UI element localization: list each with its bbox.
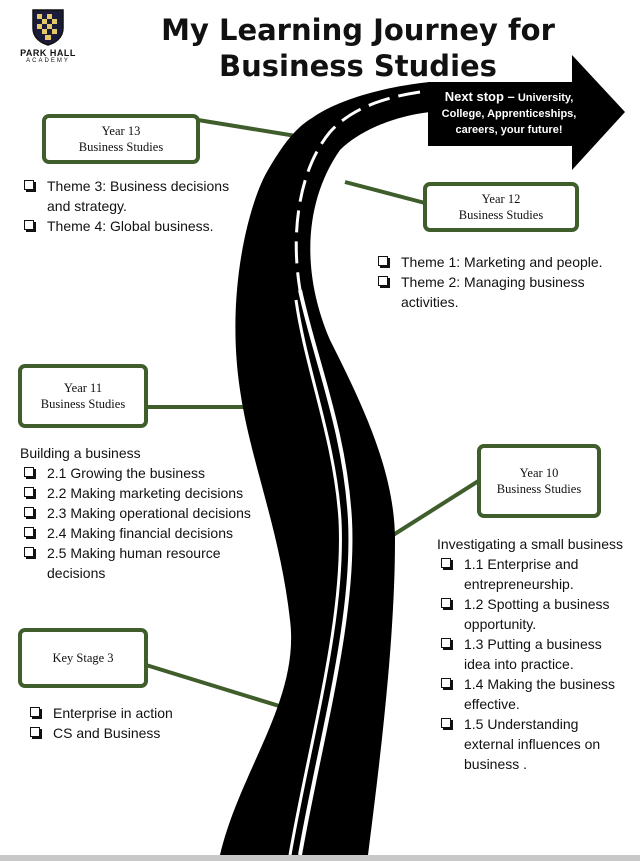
year13-topic: Theme 4: Global business. <box>20 216 240 236</box>
school-subtitle: ACADEMY <box>26 58 70 64</box>
year13-box-line2: Business Studies <box>78 140 164 154</box>
year11-box-line1: Year 11 <box>63 380 103 395</box>
footer-bar <box>0 855 640 861</box>
year12-box-line2: Business Studies <box>458 208 544 222</box>
checkbox-icon <box>24 180 34 190</box>
next-stop-destinations: University, College, Apprenticeships, ca… <box>441 92 577 136</box>
checkbox-icon <box>441 598 451 608</box>
ks3-topics: Enterprise in action CS and Business <box>26 703 236 743</box>
school-crest-icon <box>32 9 64 46</box>
year12-box: Year 12 Business Studies <box>423 182 579 232</box>
connector-year10 <box>388 478 482 539</box>
road-body <box>220 82 430 855</box>
year10-topic: 1.5 Understanding external influences on… <box>437 714 627 774</box>
year10-box-line1: Year 10 <box>519 465 559 480</box>
checkbox-icon <box>24 467 34 477</box>
year10-topics: Investigating a small business 1.1 Enter… <box>437 534 627 774</box>
year11-topic: 2.4 Making financial decisions <box>20 523 260 543</box>
year13-box-line1: Year 13 <box>101 123 141 138</box>
checkbox-icon <box>24 487 34 497</box>
year10-topic: 1.1 Enterprise and entrepreneurship. <box>437 554 627 594</box>
checkbox-icon <box>441 558 451 568</box>
year12-box-line1: Year 12 <box>481 191 521 206</box>
year11-topics: Building a business 2.1 Growing the busi… <box>20 443 260 583</box>
year10-heading: Investigating a small business <box>437 536 623 552</box>
road-marking-lower-2 <box>288 299 342 856</box>
next-stop-text: Next stop – University, College, Apprent… <box>434 88 584 139</box>
ks3-box: Key Stage 3 <box>18 628 148 688</box>
checkbox-icon <box>441 678 451 688</box>
ks3-topic: CS and Business <box>26 723 236 743</box>
year12-topic: Theme 1: Marketing and people. <box>374 252 614 272</box>
page-title: My Learning Journey for Business Studies <box>161 13 555 84</box>
checkbox-icon <box>378 276 388 286</box>
checkbox-icon <box>378 256 388 266</box>
next-stop-arrow <box>428 55 625 170</box>
checkbox-icon <box>30 707 40 717</box>
year10-box-line2: Business Studies <box>496 482 582 496</box>
connector-year13 <box>197 118 303 139</box>
connector-ks3 <box>145 663 303 715</box>
year11-box: Year 11 Business Studies <box>18 364 148 428</box>
year10-topic: 1.2 Spotting a business opportunity. <box>437 594 627 634</box>
year11-topic: 2.5 Making human resource decisions <box>20 543 260 583</box>
checkbox-icon <box>441 638 451 648</box>
checkbox-icon <box>24 527 34 537</box>
year12-topics: Theme 1: Marketing and people. Theme 2: … <box>374 252 614 312</box>
road-marking-lower <box>298 289 353 856</box>
road-marking-upper <box>294 90 421 291</box>
year13-topics: Theme 3: Business decisions and strategy… <box>20 176 240 236</box>
year12-topic: Theme 2: Managing business activities. <box>374 272 614 312</box>
road-markings <box>288 90 421 856</box>
year10-topic: 1.4 Making the business effective. <box>437 674 627 714</box>
connector-year12 <box>344 180 426 205</box>
year10-box: Year 10 Business Studies <box>477 444 601 518</box>
year11-topic: 2.1 Growing the business <box>20 463 260 483</box>
checkbox-icon <box>24 220 34 230</box>
year10-topic: 1.3 Putting a business idea into practic… <box>437 634 627 674</box>
ks3-box-line1: Key Stage 3 <box>52 650 114 665</box>
year11-box-line2: Business Studies <box>40 397 126 411</box>
checkbox-icon <box>30 727 40 737</box>
school-name: PARK HALL <box>20 48 76 58</box>
next-stop-lead: Next stop – <box>444 89 515 104</box>
checkbox-icon <box>441 718 451 728</box>
checkbox-icon <box>24 507 34 517</box>
year13-topic: Theme 3: Business decisions and strategy… <box>20 176 240 216</box>
year11-heading: Building a business <box>20 445 141 461</box>
year11-topic: 2.3 Making operational decisions <box>20 503 260 523</box>
connector-lines <box>145 118 482 715</box>
ks3-topic: Enterprise in action <box>26 703 236 723</box>
year11-topic: 2.2 Making marketing decisions <box>20 483 260 503</box>
school-logo: PARK HALL ACADEMY <box>20 8 76 64</box>
checkbox-icon <box>24 547 34 557</box>
year13-box: Year 13 Business Studies <box>42 114 200 164</box>
